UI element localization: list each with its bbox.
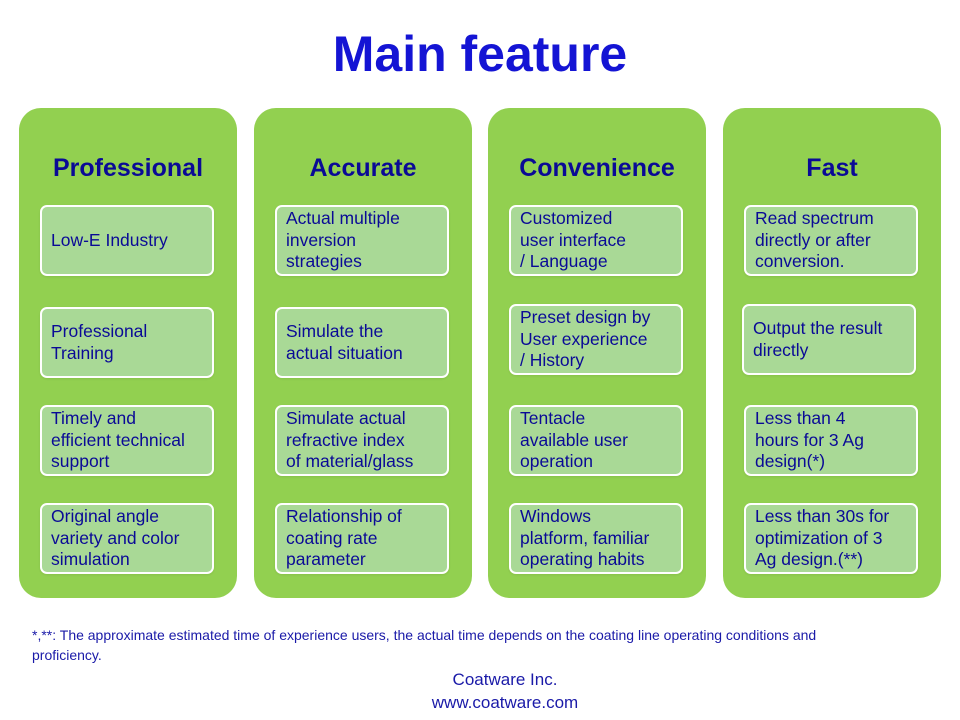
column-heading: Professional — [52, 154, 204, 182]
feature-text: Windows platform, familiar operating hab… — [520, 506, 650, 570]
feature-text: Original angle variety and color simulat… — [51, 506, 180, 570]
feature-text: Simulate the actual situation — [286, 321, 403, 363]
feature-box: Original angle variety and color simulat… — [40, 503, 214, 574]
feature-text: Less than 4 hours for 3 Ag design(*) — [755, 408, 864, 472]
feature-text: Low-E Industry — [51, 229, 168, 250]
feature-box: Actual multiple inversion strategies — [275, 205, 449, 276]
column-professional: Professional Low-E Industry Professional… — [19, 108, 237, 598]
feature-box: Customized user interface / Language — [509, 205, 683, 276]
feature-text: Actual multiple inversion strategies — [286, 208, 400, 272]
feature-box: Low-E Industry — [40, 205, 214, 276]
feature-box: Read spectrum directly or after conversi… — [744, 205, 918, 276]
page-title: Main feature — [332, 26, 628, 82]
column-fast: Fast Read spectrum directly or after con… — [723, 108, 941, 598]
feature-text: Timely and efficient technical support — [51, 408, 185, 472]
feature-text: Simulate actual refractive index of mate… — [286, 408, 414, 472]
feature-box: Tentacle available user operation — [509, 405, 683, 476]
feature-text: Customized user interface / Language — [520, 208, 627, 272]
company-info: Coatware Inc. www.coatware.com — [0, 668, 960, 714]
feature-text: Less than 30s for optimization of 3 Ag d… — [755, 506, 890, 570]
feature-box: Timely and efficient technical support — [40, 405, 214, 476]
feature-box: Simulate the actual situation — [275, 307, 449, 378]
footnote: *,**: The approximate estimated time of … — [32, 627, 817, 663]
feature-box: Output the result directly — [742, 304, 916, 375]
feature-text: Tentacle available user operation — [520, 408, 628, 472]
feature-box: Preset design by User experience / Histo… — [509, 304, 683, 375]
feature-box: Simulate actual refractive index of mate… — [275, 405, 449, 476]
column-convenience: Convenience Customized user interface / … — [488, 108, 706, 598]
feature-box: Windows platform, familiar operating hab… — [509, 503, 683, 574]
feature-box: Professional Training — [40, 307, 214, 378]
feature-box: Less than 4 hours for 3 Ag design(*) — [744, 405, 918, 476]
column-accurate: Accurate Actual multiple inversion strat… — [254, 108, 472, 598]
column-heading: Accurate — [309, 154, 417, 182]
company-website[interactable]: www.coatware.com — [431, 693, 579, 712]
feature-text: Read spectrum directly or after conversi… — [755, 208, 874, 272]
feature-box: Less than 30s for optimization of 3 Ag d… — [744, 503, 918, 574]
feature-text: Output the result directly — [753, 318, 883, 360]
feature-box: Relationship of coating rate parameter — [275, 503, 449, 574]
column-heading: Fast — [806, 154, 858, 182]
feature-text: Preset design by User experience / Histo… — [520, 307, 651, 371]
company-name: Coatware Inc. — [452, 670, 558, 689]
feature-text: Professional Training — [51, 321, 148, 363]
column-heading: Convenience — [519, 154, 675, 182]
feature-text: Relationship of coating rate parameter — [286, 506, 402, 570]
